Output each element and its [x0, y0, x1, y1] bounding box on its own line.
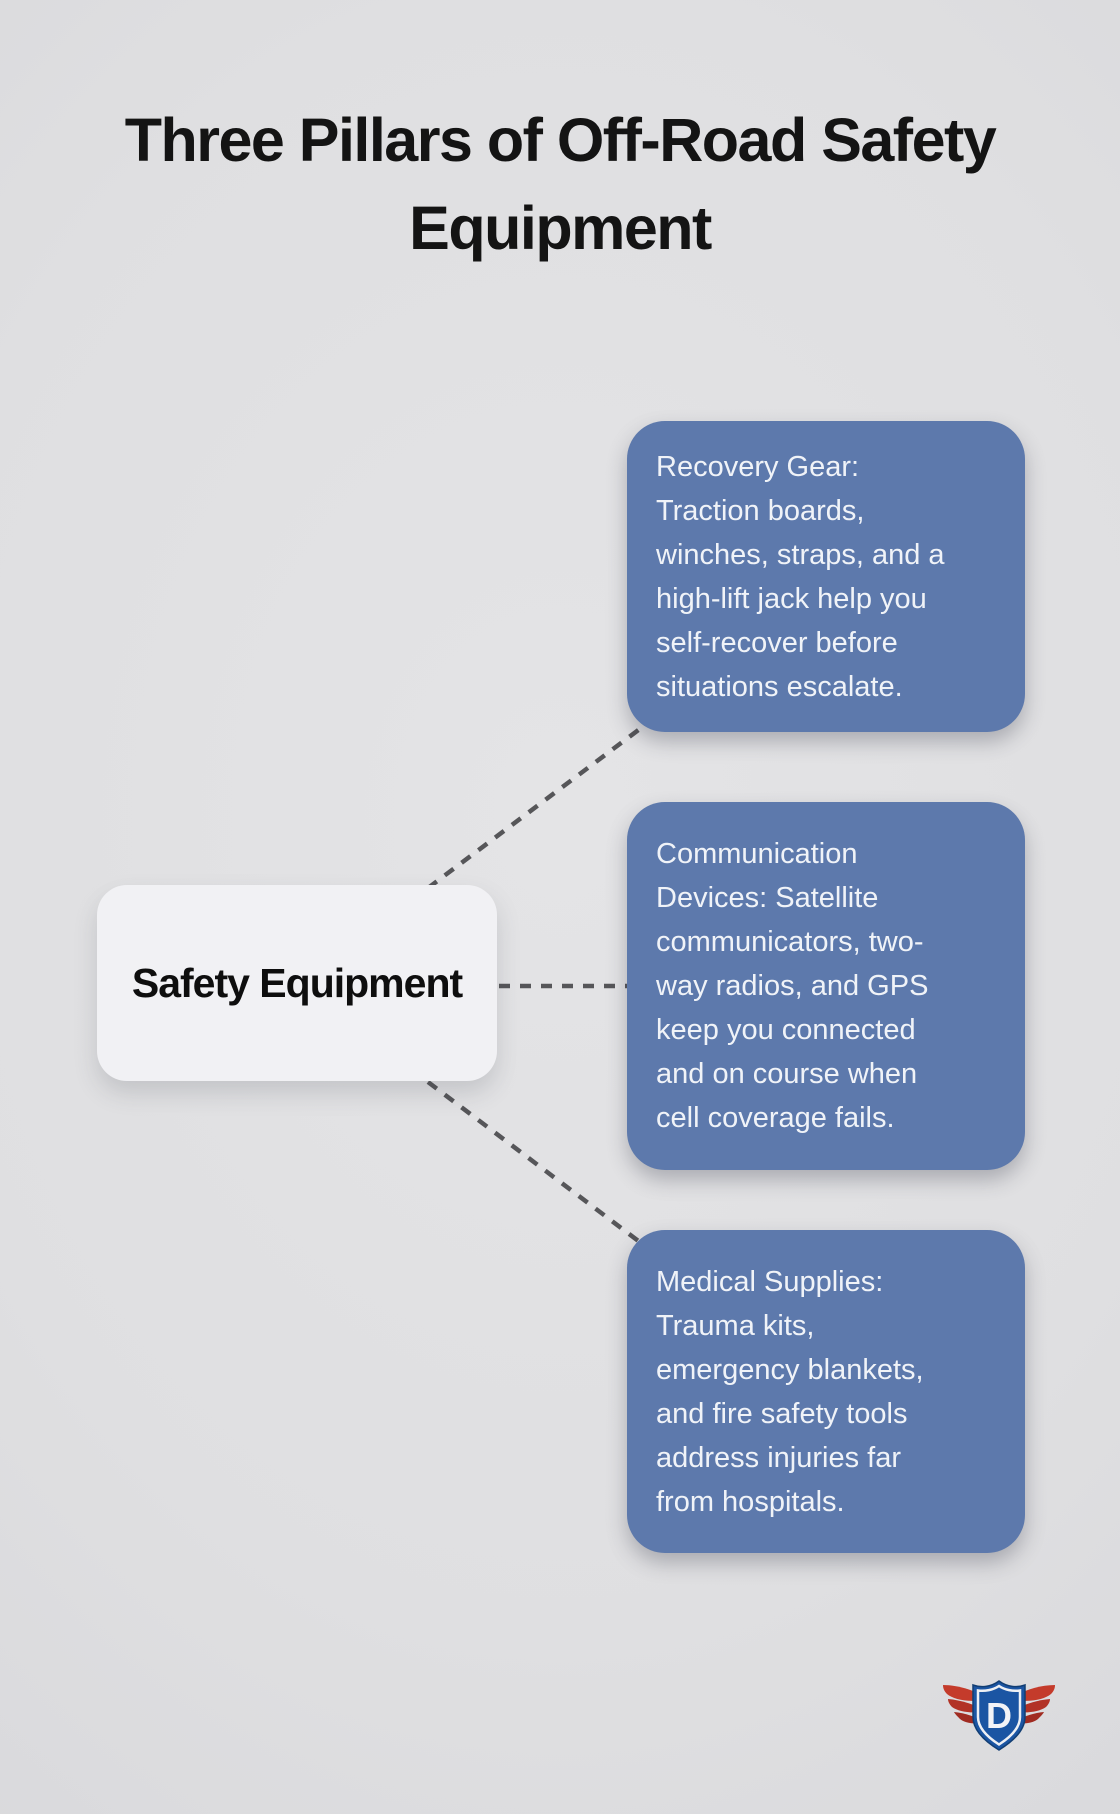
page-title: Three Pillars of Off-Road Safety Equipme… — [0, 96, 1120, 272]
shield-inner-outline — [976, 1684, 1022, 1746]
pillar-card-communication-devices: Communication Devices: Satellite communi… — [627, 802, 1025, 1170]
connector-recovery-line — [426, 726, 643, 890]
pillar-card-communication-text: Communication Devices: Satellite communi… — [656, 838, 929, 1134]
central-node-safety-equipment: Safety Equipment — [97, 885, 497, 1081]
pillar-card-recovery-text: Recovery Gear: Traction boards, winches,… — [656, 450, 945, 703]
pillar-card-medical-text: Medical Supplies: Trauma kits, emergency… — [656, 1265, 924, 1518]
central-node-label: Safety Equipment — [131, 959, 463, 1006]
logo-letter: D — [986, 1695, 1012, 1736]
page-title-line-1: Three Pillars of Off-Road Safety — [124, 106, 997, 174]
connector-medical-line — [426, 1080, 643, 1245]
shield-wings-logo-icon: D — [943, 1680, 1055, 1751]
pillar-card-recovery-gear: Recovery Gear: Traction boards, winches,… — [627, 421, 1025, 732]
page-title-line-2: Equipment — [409, 194, 712, 262]
pillar-card-medical-supplies: Medical Supplies: Trauma kits, emergency… — [627, 1230, 1025, 1553]
brand-logo: D — [941, 1672, 1057, 1756]
